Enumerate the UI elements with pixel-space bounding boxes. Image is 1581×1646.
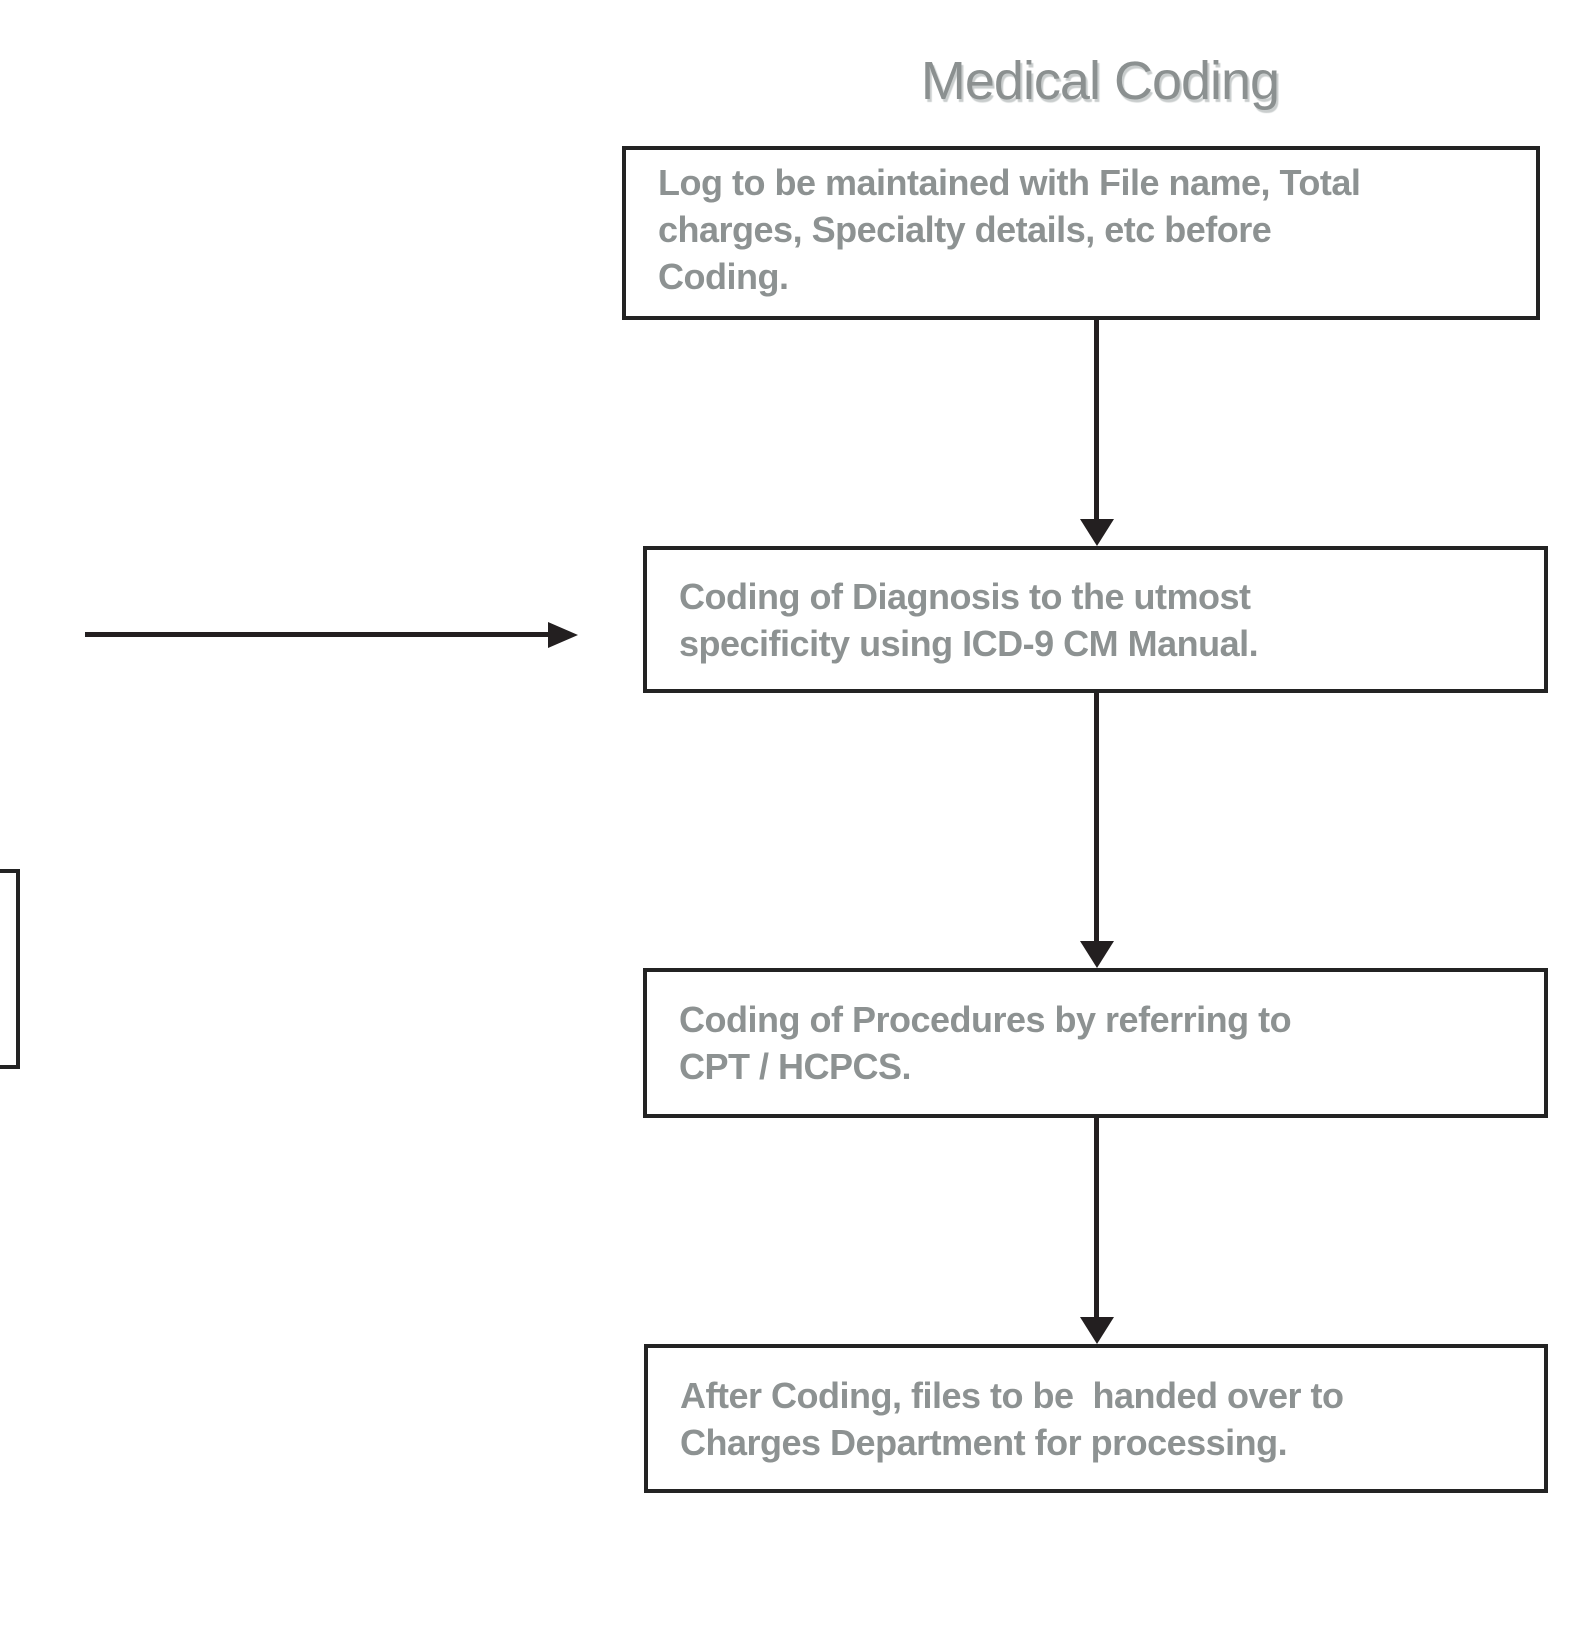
flow-step-log-text: Log to be maintained with File name, Tot… [658, 162, 1361, 297]
flow-step-log-box: Log to be maintained with File name, Tot… [622, 146, 1540, 320]
flow-step-handoff-text: After Coding, files to be handed over to… [680, 1374, 1344, 1463]
flow-step-procedures-text: Coding of Procedures by referring to CPT… [679, 999, 1292, 1087]
diagram-title: Medical Coding [920, 51, 1280, 111]
flow-step-handoff-box: After Coding, files to be handed over to… [644, 1344, 1548, 1493]
left-partial-box [0, 869, 20, 1069]
right-arrow-line [85, 632, 548, 637]
right-arrow-head-icon [548, 622, 578, 648]
flow-step-diagnosis-box: Coding of Diagnosis to the utmost specif… [643, 546, 1548, 693]
down-arrow-1-head-icon [1080, 519, 1114, 546]
down-arrow-3-line [1094, 1118, 1099, 1319]
down-arrow-3-head-icon [1080, 1317, 1114, 1344]
flow-step-diagnosis-text: Coding of Diagnosis to the utmost specif… [679, 575, 1259, 664]
down-arrow-2-line [1094, 693, 1099, 943]
down-arrow-2-head-icon [1080, 941, 1114, 968]
flow-step-procedures-box: Coding of Procedures by referring to CPT… [643, 968, 1548, 1118]
down-arrow-1-line [1094, 320, 1099, 521]
